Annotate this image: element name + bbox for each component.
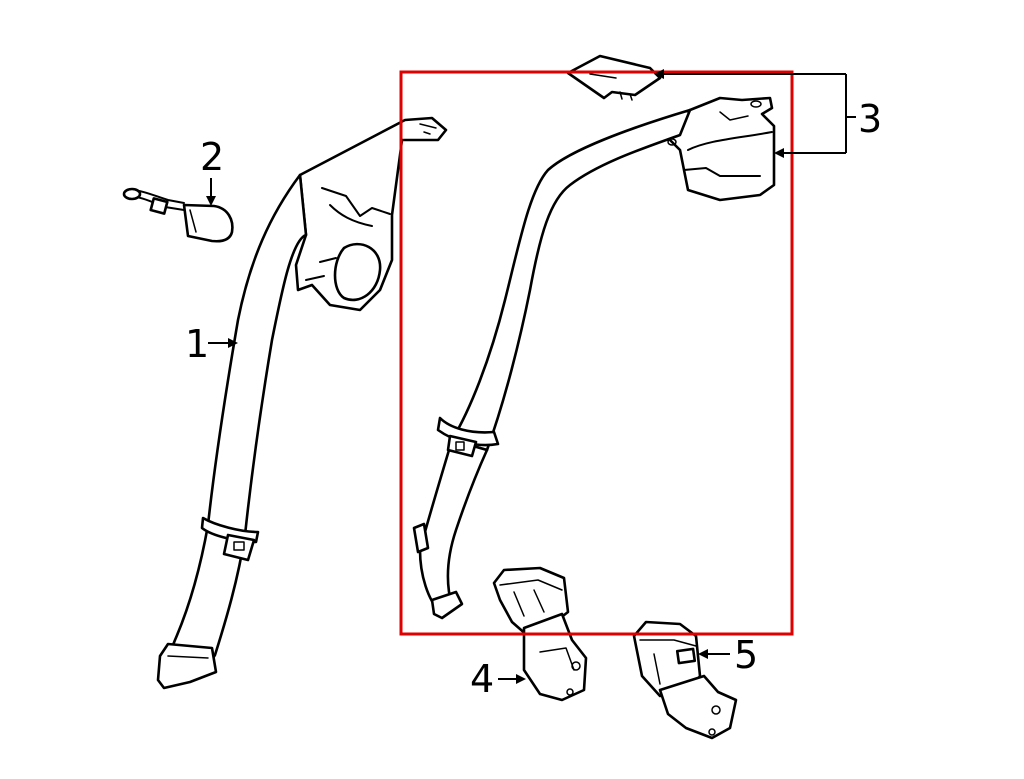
seat-belt-assembly-1	[156, 116, 448, 690]
callout-3: 3	[858, 97, 882, 141]
callout-2: 2	[200, 135, 224, 179]
highlight-box	[399, 70, 794, 636]
callout-5: 5	[734, 633, 758, 677]
retractor-assembly-3	[412, 54, 776, 620]
callout-leaders	[206, 69, 856, 684]
buckle-receiver-5	[632, 620, 738, 740]
callout-4: 4	[470, 657, 494, 701]
callout-1: 1	[185, 322, 209, 366]
seat-belt-buckle-2	[122, 187, 234, 243]
